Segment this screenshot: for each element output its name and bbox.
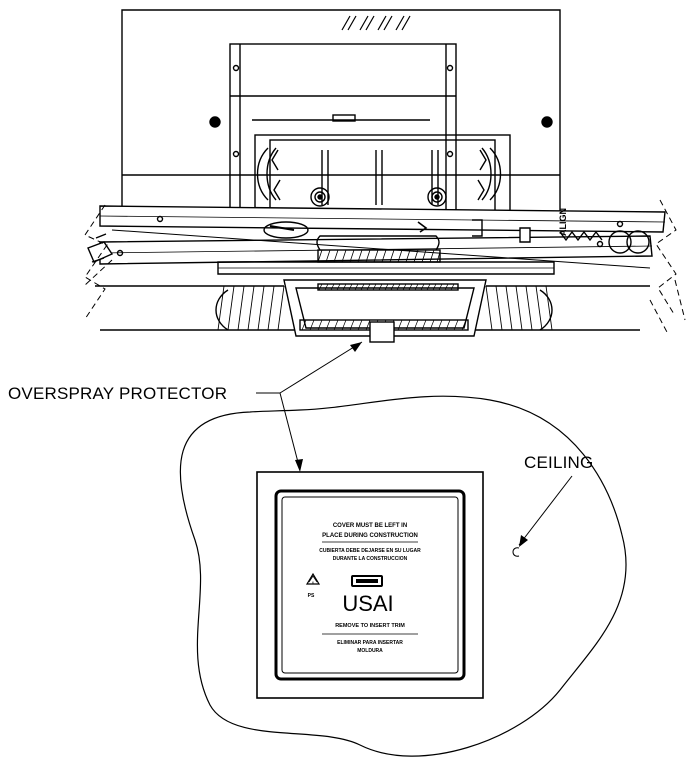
- plate-line-7: MOLDURA: [357, 648, 383, 654]
- ceiling-outline: [179, 395, 627, 757]
- arrowhead-to-protector: [350, 342, 362, 352]
- plate-line-1: COVER MUST BE LEFT IN: [333, 523, 407, 529]
- ceiling-label: CEILING: [524, 453, 593, 472]
- arrowhead-to-ceiling: [519, 535, 528, 547]
- ceiling-callout: CEILING: [512, 453, 593, 557]
- plate-line-6: ELIMINAR PARA INSERTAR: [337, 640, 403, 646]
- ceiling-section: [95, 235, 650, 343]
- svg-text:6: 6: [312, 580, 315, 585]
- recycle-code: PS: [308, 593, 315, 599]
- align-label: ALIGN: [558, 208, 568, 236]
- plate-line-4: DURANTE LA CONSTRUCCION: [333, 556, 408, 562]
- usai-logo-text: USAI: [342, 591, 393, 616]
- plate-line-2: PLACE DURING CONSTRUCTION: [322, 533, 418, 539]
- recycle-icon: 6: [305, 572, 321, 585]
- overspray-callout: OVERSPRAY PROTECTOR: [8, 341, 363, 472]
- vent-slots: [341, 15, 411, 31]
- fixture-housing: [121, 9, 561, 218]
- break-lines: [83, 199, 686, 335]
- hanger-bars: [87, 205, 666, 269]
- plate-line-5: REMOVE TO INSERT TRIM: [335, 623, 405, 629]
- plate-line-3: CUBIERTA DEBE DEJARSE EN SU LUGAR: [319, 548, 421, 554]
- trim-slot: [351, 575, 383, 587]
- overspray-cover-plate: COVER MUST BE LEFT IN PLACE DURING CONST…: [256, 471, 484, 699]
- overspray-protector-label: OVERSPRAY PROTECTOR: [8, 384, 227, 403]
- adjustment-screws: [310, 187, 447, 207]
- arrowhead-to-plate: [295, 459, 303, 472]
